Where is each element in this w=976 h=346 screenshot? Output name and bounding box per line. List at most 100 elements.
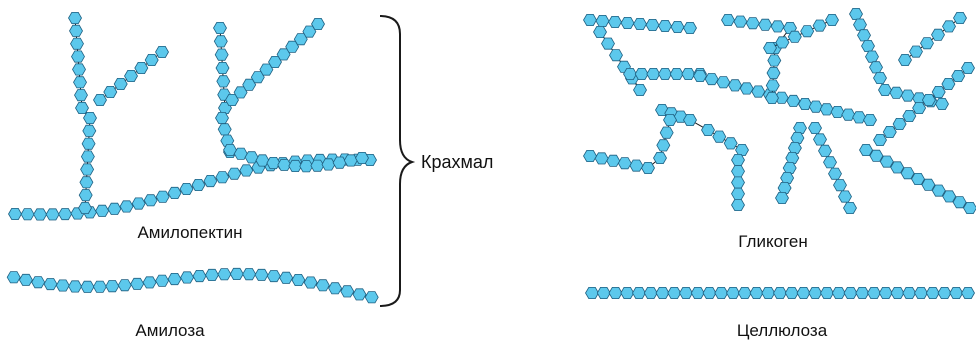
glucose-hexagon-icon xyxy=(682,68,695,79)
glucose-hexagon-icon xyxy=(341,286,354,297)
glucose-hexagon-icon xyxy=(597,287,610,298)
glucose-hexagon-icon xyxy=(829,168,842,179)
glucose-hexagon-icon xyxy=(936,98,949,109)
glucose-hexagon-icon xyxy=(217,76,230,87)
glucose-hexagon-icon xyxy=(204,175,217,186)
glucose-hexagon-icon xyxy=(768,55,781,66)
glucose-hexagon-icon xyxy=(131,278,144,289)
glucose-hexagon-icon xyxy=(791,132,804,143)
glucose-hexagon-icon xyxy=(635,68,648,79)
glucose-hexagon-icon xyxy=(644,287,657,298)
glucose-hexagon-icon xyxy=(586,287,599,298)
glucose-hexagon-icon xyxy=(890,87,903,98)
glucose-hexagon-icon xyxy=(776,192,789,203)
glucose-hexagon-icon xyxy=(79,190,92,201)
glucose-hexagon-icon xyxy=(104,86,117,97)
glucose-hexagon-icon xyxy=(610,50,623,61)
glucose-hexagon-icon xyxy=(216,112,229,123)
label-amylose: Амилоза xyxy=(135,321,205,340)
glucose-hexagon-icon xyxy=(215,49,228,60)
glucose-hexagon-icon xyxy=(732,177,745,188)
glucose-hexagon-icon xyxy=(193,270,206,281)
glucose-hexagon-icon xyxy=(680,287,693,298)
glucose-hexagon-icon xyxy=(814,134,827,145)
glucose-hexagon-icon xyxy=(75,90,88,101)
glucose-hexagon-icon xyxy=(879,287,892,298)
glucose-hexagon-icon xyxy=(910,46,923,57)
glucose-hexagon-icon xyxy=(732,166,745,177)
glucose-hexagon-icon xyxy=(766,92,779,103)
glucose-hexagon-icon xyxy=(125,70,138,81)
glucose-hexagon-icon xyxy=(870,62,883,73)
glucose-hexagon-icon xyxy=(801,26,814,37)
glucose-hexagon-icon xyxy=(921,38,934,49)
glucose-hexagon-icon xyxy=(752,86,765,97)
glucose-hexagon-icon xyxy=(267,271,280,282)
glucose-hexagon-icon xyxy=(899,54,912,65)
glucose-hexagon-icon xyxy=(788,31,801,42)
glucose-hexagon-icon xyxy=(228,168,241,179)
glucose-hexagon-icon xyxy=(255,269,268,280)
amylopectin-branch-mid xyxy=(214,22,237,157)
glucose-hexagon-icon xyxy=(81,164,94,175)
glucose-hexagon-icon xyxy=(240,165,253,176)
glucose-hexagon-icon xyxy=(785,287,798,298)
glucose-hexagon-icon xyxy=(311,160,324,171)
glucose-hexagon-icon xyxy=(883,126,896,137)
glucose-hexagon-icon xyxy=(783,162,796,173)
glucose-hexagon-icon xyxy=(664,114,677,125)
glucose-hexagon-icon xyxy=(118,280,131,291)
glucose-hexagon-icon xyxy=(654,152,667,163)
glucose-hexagon-icon xyxy=(32,277,45,288)
glucose-hexagon-icon xyxy=(607,155,620,166)
glucose-hexagon-icon xyxy=(292,274,305,285)
glucose-hexagon-icon xyxy=(684,22,697,33)
glucose-hexagon-icon xyxy=(864,114,877,125)
glucose-hexagon-icon xyxy=(950,287,963,298)
glycogen-branch-d xyxy=(584,114,677,173)
glycogen-branch-k xyxy=(860,144,976,213)
glucose-hexagon-icon xyxy=(322,159,335,170)
glucose-hexagon-icon xyxy=(81,281,94,292)
glucose-hexagon-icon xyxy=(168,273,181,284)
glucose-hexagon-icon xyxy=(630,160,643,171)
glucose-hexagon-icon xyxy=(84,112,97,123)
glucose-hexagon-icon xyxy=(659,20,672,31)
glucose-hexagon-icon xyxy=(595,153,608,164)
glycogen-branch-i-arm xyxy=(899,12,967,65)
glucose-hexagon-icon xyxy=(618,158,631,169)
glucose-hexagon-icon xyxy=(74,77,87,88)
glucose-hexagon-icon xyxy=(826,14,839,25)
glucose-hexagon-icon xyxy=(304,277,317,288)
glucose-hexagon-icon xyxy=(797,287,810,298)
glucose-hexagon-icon xyxy=(952,70,965,81)
glucose-hexagon-icon xyxy=(842,109,855,120)
amylopectin-branch-left xyxy=(69,12,97,213)
glucose-hexagon-icon xyxy=(594,26,607,37)
glucose-hexagon-icon xyxy=(738,287,751,298)
glucose-hexagon-icon xyxy=(903,287,916,298)
glucose-hexagon-icon xyxy=(879,84,892,95)
glucose-hexagon-icon xyxy=(915,287,928,298)
glucose-hexagon-icon xyxy=(280,272,293,283)
glucose-hexagon-icon xyxy=(922,94,935,105)
glucose-hexagon-icon xyxy=(732,154,745,165)
glucose-hexagon-icon xyxy=(83,125,96,136)
glucose-hexagon-icon xyxy=(926,287,939,298)
glucose-hexagon-icon xyxy=(80,177,93,188)
glucose-hexagon-icon xyxy=(609,16,622,27)
glycogen-branch-b xyxy=(594,26,707,95)
glucose-hexagon-icon xyxy=(646,19,659,30)
glucose-hexagon-icon xyxy=(736,144,749,155)
glucose-hexagon-icon xyxy=(602,38,615,49)
glucose-hexagon-icon xyxy=(634,84,647,95)
glucose-hexagon-icon xyxy=(218,269,231,280)
glucose-hexagon-icon xyxy=(787,95,800,106)
glucose-hexagon-icon xyxy=(771,21,784,32)
glucose-hexagon-icon xyxy=(316,280,329,291)
glucose-hexagon-icon xyxy=(584,150,597,161)
glucose-hexagon-icon xyxy=(729,80,742,91)
glucose-hexagon-icon xyxy=(767,67,780,78)
